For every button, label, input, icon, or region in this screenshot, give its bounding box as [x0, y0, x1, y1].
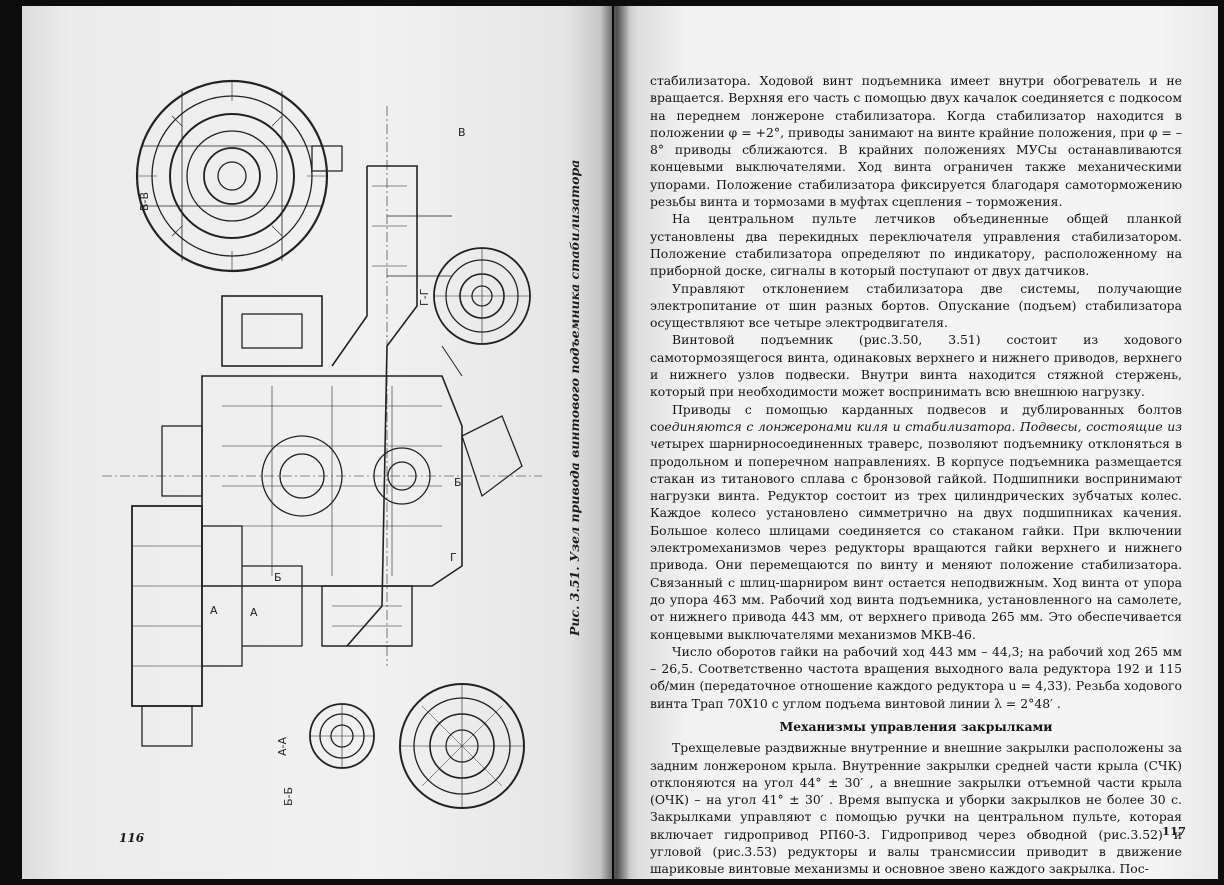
section-heading: Механизмы управления закрылками [779, 718, 1053, 734]
stabilizer-jack-drawing [102, 79, 542, 809]
paragraph: Управляют отклонением стабилизатора две … [650, 280, 1182, 331]
label-section-v-v: В-В [138, 191, 151, 211]
right-page: стабилизатора. Ходовой винт подъемника и… [614, 6, 1218, 879]
page-number-right: 117 [1162, 824, 1187, 838]
label-marker-v: В [458, 126, 466, 139]
paragraph-italic-text: единяются с лонжеронами киля и стабилиза… [650, 418, 1182, 452]
label-marker-g: Г [450, 551, 457, 564]
paragraph-text: Приводы с помощью карданных подвесов и д… [650, 401, 1182, 434]
label-section-g-g: Г-Г [418, 288, 431, 306]
left-page: В-В Г-Г А-А Б-Б А А Б Б Г В Рис. 3.51. У… [22, 6, 612, 879]
paragraph: стабилизатора. Ходовой винт подъемника и… [650, 73, 1182, 210]
section-b-b-view [399, 683, 525, 809]
paragraph: Число оборотов гайки на рабочий ход 443 … [650, 643, 1182, 711]
section-v-v-view [135, 79, 329, 273]
label-marker-b: Б [274, 571, 282, 584]
figure-caption: Рис. 3.51. Узел привода винтового подъем… [567, 159, 582, 636]
section-a-a-view [309, 703, 375, 769]
gearbox-assembly [161, 295, 523, 587]
paragraph: Винтовой подъемник (рис.3.50, 3.51) сост… [650, 332, 1182, 400]
label-marker-a-right: А [250, 606, 258, 619]
paragraph-text: тырех шарнирносоединенных траверс, позво… [650, 436, 1182, 642]
label-marker-a-left: А [210, 604, 218, 617]
section-g-g-view [433, 247, 531, 345]
body-text: стабилизатора. Ходовой винт подъемника и… [650, 72, 1182, 878]
paragraph: Приводы с помощью карданных подвесов и д… [650, 401, 1182, 643]
jack-screw-body [311, 145, 452, 647]
label-marker-b2: Б [454, 476, 462, 489]
label-section-b-b: Б-Б [282, 786, 295, 806]
label-section-a-a: А-А [276, 736, 289, 756]
page-number-left: 116 [119, 831, 145, 845]
electric-motor-cylinder [131, 505, 413, 747]
paragraph: На центральном пульте летчиков объединен… [650, 211, 1182, 279]
paragraph: Трехщелевые раздвижные внутренние и внеш… [650, 740, 1182, 877]
